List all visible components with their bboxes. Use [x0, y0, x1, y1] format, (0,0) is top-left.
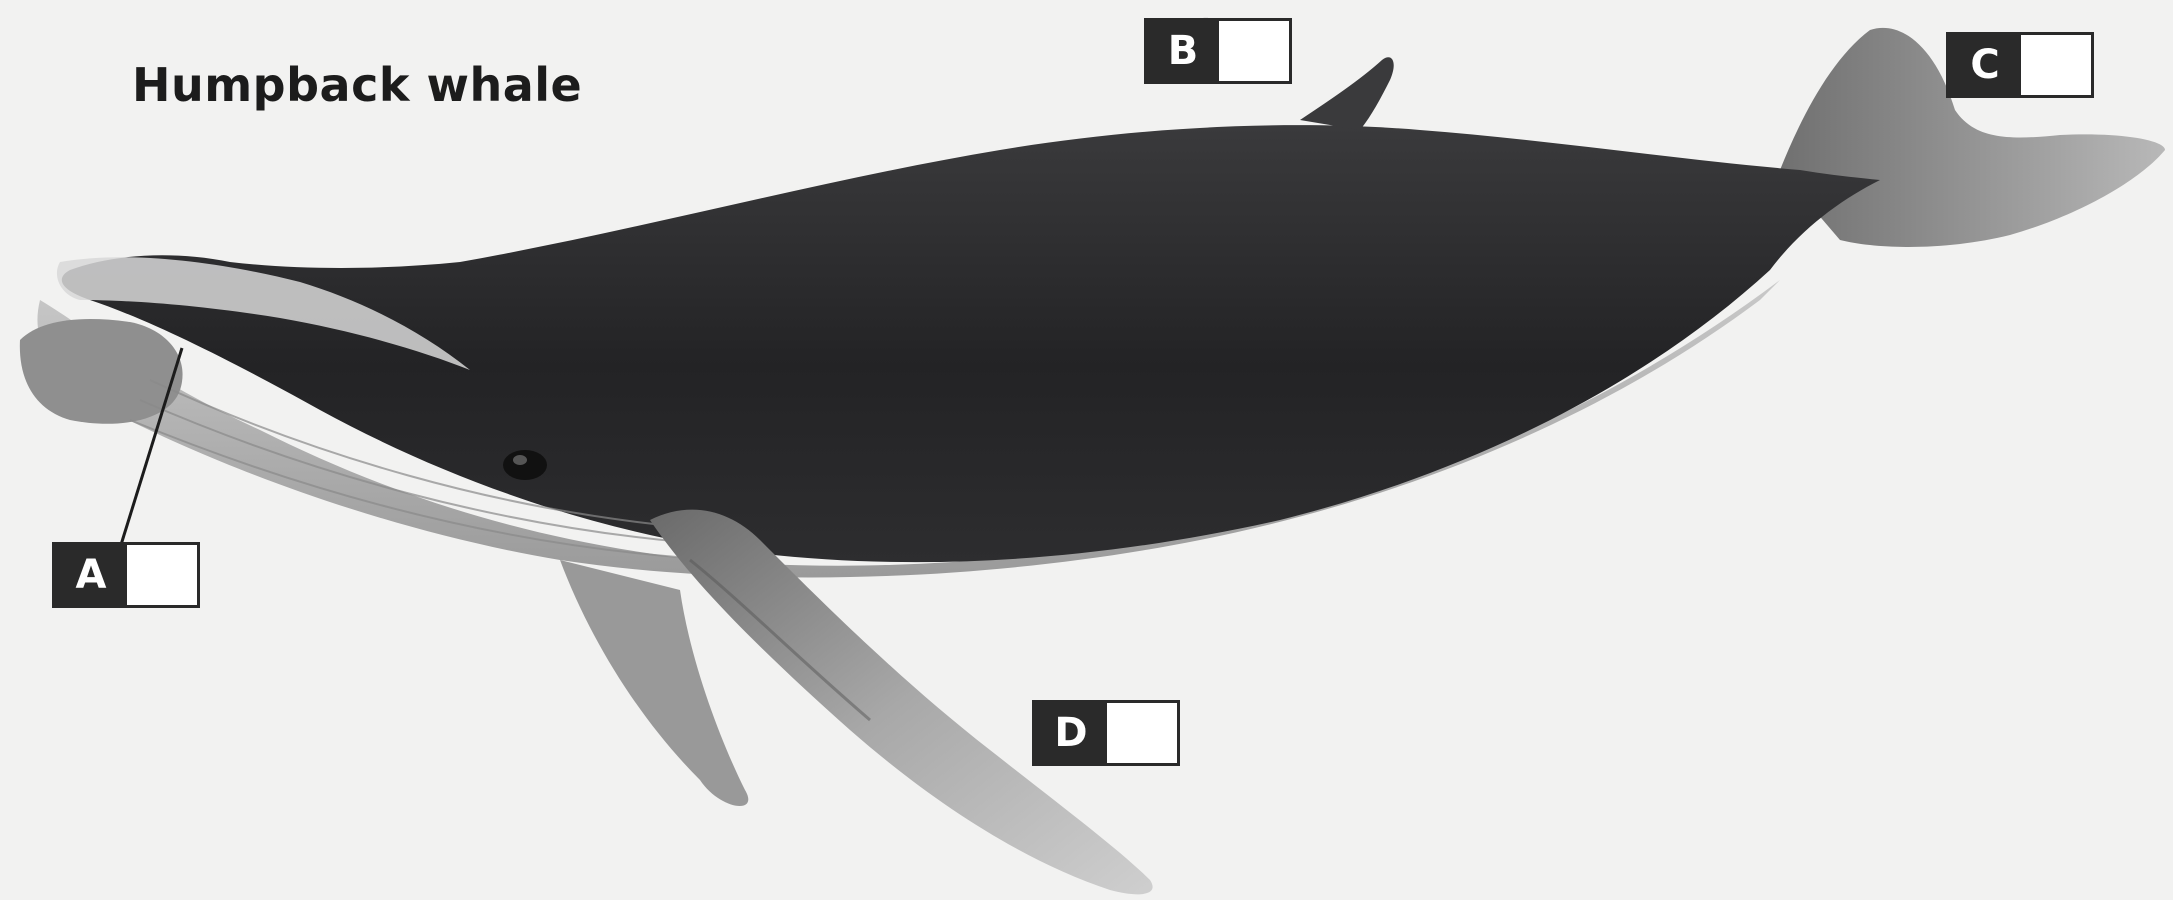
label-b-letter: B	[1147, 21, 1219, 81]
label-b-answer-field[interactable]	[1219, 21, 1289, 81]
label-c-box: C	[1946, 32, 2094, 98]
label-d-letter: D	[1035, 703, 1107, 763]
label-a-answer-field[interactable]	[127, 545, 197, 605]
label-c-answer-field[interactable]	[2021, 35, 2091, 95]
label-d-box: D	[1032, 700, 1180, 766]
label-a-letter: A	[55, 545, 127, 605]
label-b-box: B	[1144, 18, 1292, 84]
diagram-title: Humpback whale	[132, 58, 582, 112]
label-a-box: A	[52, 542, 200, 608]
dorsal-fin	[1300, 57, 1394, 130]
whale-eye	[503, 450, 547, 480]
label-c-letter: C	[1949, 35, 2021, 95]
label-d-answer-field[interactable]	[1107, 703, 1177, 763]
